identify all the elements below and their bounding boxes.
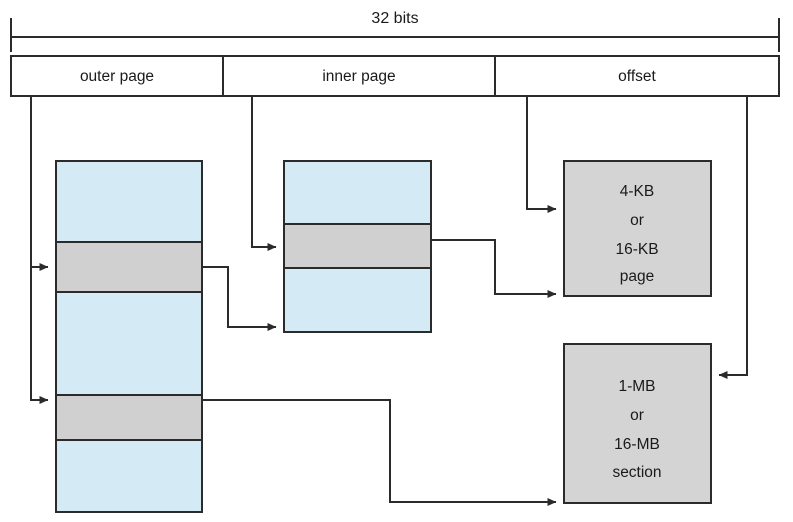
section-block-line-4: section xyxy=(612,464,661,481)
page-block-box[interactable] xyxy=(563,160,712,297)
outer-page-table-row-2-entry[interactable] xyxy=(55,241,203,293)
outer-page-table-row-1[interactable] xyxy=(55,160,203,243)
page-block[interactable]: 4-KB or 16-KB page xyxy=(563,160,712,297)
section-block-line-2: or xyxy=(630,407,644,424)
inner-page-table[interactable] xyxy=(283,160,432,333)
section-block-box[interactable] xyxy=(563,343,712,504)
field-label-offset: offset xyxy=(618,68,656,85)
outer-page-table-row-4-entry[interactable] xyxy=(55,394,203,441)
section-block-line-1: 1-MB xyxy=(618,378,655,395)
section-block[interactable]: 1-MB or 16-MB section xyxy=(563,343,712,504)
inner-page-table-row-1[interactable] xyxy=(283,160,432,225)
bit-width-label: 32 bits xyxy=(371,10,418,27)
page-block-line-2: or xyxy=(630,212,644,229)
bit-width-ruler: 32 bits xyxy=(10,10,780,52)
field-label-inner-page: inner page xyxy=(322,68,395,85)
connector-offset-to-page-block xyxy=(526,96,557,214)
address-bar-outline xyxy=(10,55,780,97)
field-label-outer-page: outer page xyxy=(80,68,154,85)
connector-inner-page-to-entry xyxy=(251,96,277,252)
inner-page-table-row-3[interactable] xyxy=(283,267,432,333)
section-block-line-3: 16-MB xyxy=(614,436,660,453)
outer-page-table-row-5[interactable] xyxy=(55,439,203,513)
connector-layer xyxy=(30,96,748,507)
connector-inner-entry-to-page-block xyxy=(431,239,557,299)
connector-offset-to-section-block xyxy=(718,96,748,380)
connector-outer-entry2-to-section-block xyxy=(202,399,557,507)
connector-outer-page-to-entry2 xyxy=(30,267,49,405)
page-block-line-3: 16-KB xyxy=(615,241,658,258)
outer-page-table[interactable] xyxy=(55,160,203,513)
outer-page-table-row-3[interactable] xyxy=(55,291,203,396)
address-field-bar: outer page inner page offset xyxy=(10,55,780,97)
connector-outer-entry1-to-inner-table xyxy=(202,266,277,332)
page-block-line-4: page xyxy=(620,268,654,285)
page-block-line-1: 4-KB xyxy=(620,183,654,200)
inner-page-table-row-2-entry[interactable] xyxy=(283,223,432,269)
